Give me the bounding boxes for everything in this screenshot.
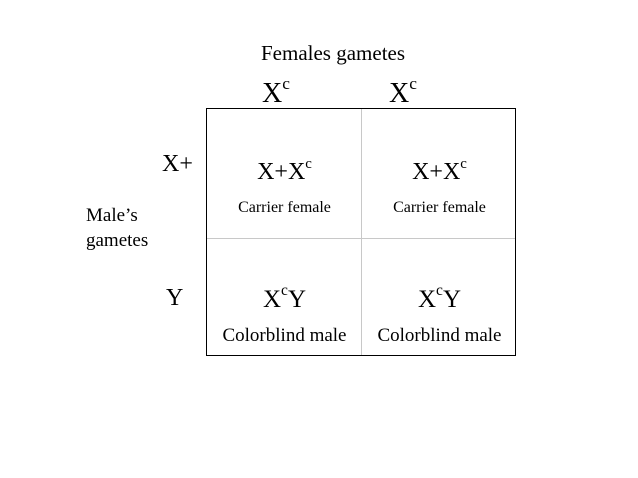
male-gamete-1: X+ [162,151,193,177]
cell-carrier-female-1: X+Xc Carrier female [207,155,362,217]
phenotype: Carrier female [238,199,331,216]
phenotype: Colorblind male [377,325,502,346]
male-gamete-2: Y [166,285,184,311]
genotype-sup: c [281,282,288,300]
cell-carrier-female-2: X+Xc Carrier female [362,155,517,217]
genotype: XcY [207,282,362,315]
genotype-tail: Y [442,286,461,313]
genotype: XcY [362,282,517,315]
female-gamete-2-sup: c [409,74,417,94]
phenotype: Colorblind male [222,325,347,346]
genotype-sup: c [436,282,443,300]
punnett-square: X+Xc Carrier female X+Xc Carrier female … [206,108,516,356]
female-gamete-1: Xc [262,75,290,110]
female-gamete-2: Xc [389,75,417,110]
genotype: X+Xc [362,155,517,187]
females-gametes-title: Females gametes [261,41,406,65]
female-gamete-1-sup: c [282,74,290,94]
grid-vertical-divider [361,109,362,355]
female-gamete-2-base: X [389,78,410,109]
grid-horizontal-divider [207,238,515,239]
genotype-base: X [417,286,437,313]
female-gamete-1-base: X [262,78,283,109]
genotype-sup: c [305,155,312,172]
genotype: X+Xc [207,155,362,187]
genotype-base: X+X [257,159,306,185]
genotype-base: X+X [412,159,461,185]
males-gametes-title: Male’s gametes [86,205,149,251]
cell-colorblind-male-2: XcY Colorblind male [362,282,517,347]
cell-colorblind-male-1: XcY Colorblind male [207,282,362,347]
genotype-sup: c [460,155,467,172]
genotype-tail: Y [287,286,306,313]
phenotype: Carrier female [393,199,486,216]
genotype-base: X [262,286,282,313]
